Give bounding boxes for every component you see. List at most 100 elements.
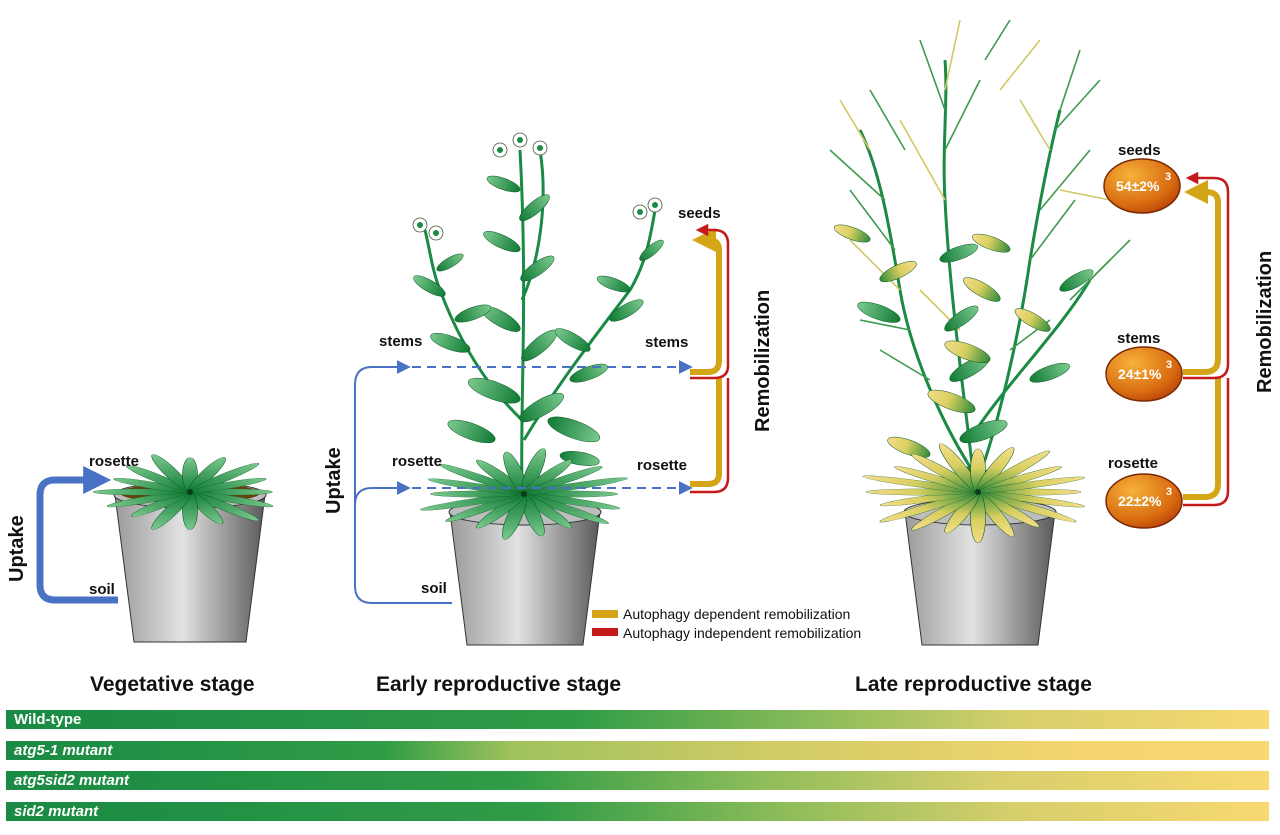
cauline-leaf	[972, 233, 1011, 253]
timeline-bar-label: sid2 mutant	[14, 803, 99, 820]
stem	[1059, 49, 1081, 111]
rosette-leaves	[862, 443, 1085, 543]
legend: Autophagy dependent remobilization Autop…	[592, 606, 861, 641]
cauline-leaf	[927, 389, 976, 414]
late-rosette-label: rosette	[1108, 455, 1158, 472]
timeline-bar-label: atg5-1 mutant	[14, 742, 113, 759]
cauline-leaf	[963, 277, 1001, 302]
stem	[919, 39, 946, 111]
stem	[829, 149, 886, 201]
stem	[858, 129, 974, 471]
rosette-compartment: 22±2% 3	[1105, 473, 1183, 529]
stage-title-vegetative: Vegetative stage	[90, 673, 255, 696]
late-stems-label: stems	[1117, 330, 1160, 347]
cauline-leaf	[520, 255, 555, 282]
rosette-center	[521, 491, 527, 497]
stem	[1019, 99, 1051, 151]
timeline-bar-label: Wild-type	[14, 711, 82, 728]
cauline-leaf	[430, 333, 471, 353]
stem	[520, 149, 545, 301]
early-plant	[412, 132, 664, 646]
cauline-leaf	[1029, 363, 1070, 383]
rosette-leaves	[92, 454, 274, 530]
timeline-bar-label: atg5sid2 mutant	[14, 772, 130, 789]
early-seeds-label: seeds	[678, 205, 721, 222]
stem	[849, 189, 896, 251]
cauline-leaf	[639, 239, 664, 261]
stem	[1059, 189, 1111, 201]
stem	[1029, 199, 1076, 261]
stem	[849, 239, 901, 291]
stem	[974, 279, 1092, 431]
timeline-bar-wild-type: Wild-type	[6, 710, 1269, 729]
vegetative-plant	[92, 454, 274, 643]
late-remobilization-arrows	[1183, 171, 1230, 507]
rosette-center	[187, 489, 193, 495]
cauline-leaf	[436, 253, 464, 272]
stem	[518, 149, 526, 491]
cauline-leaf	[413, 275, 446, 297]
late-remobilization-label: Remobilization	[1254, 251, 1276, 393]
stem	[1069, 259, 1111, 301]
flower-bud	[537, 145, 543, 151]
stem	[944, 19, 961, 91]
stems-compartment: 24±1% 3	[1105, 346, 1183, 402]
vegetative-rosette-label: rosette	[89, 453, 139, 470]
rosette-center	[975, 489, 981, 495]
late-plant	[829, 19, 1131, 646]
stem	[1054, 79, 1101, 131]
legend-swatch-dependent	[592, 610, 618, 618]
stem	[869, 89, 906, 151]
timeline-bar-sid2: sid2 mutant	[6, 802, 1269, 821]
stem	[899, 119, 946, 201]
stem	[879, 349, 931, 381]
flower-bud	[652, 202, 658, 208]
branches	[829, 19, 1131, 381]
stems-superscript: 3	[1166, 359, 1172, 371]
cauline-leaf	[1059, 269, 1094, 292]
timeline-bar-atg5-1: atg5-1 mutant	[6, 741, 1269, 760]
cauline-leaf	[833, 224, 871, 243]
timeline-bar-atg5sid2: atg5sid2 mutant	[6, 771, 1269, 790]
cauline-leaf	[944, 340, 991, 363]
cauline-leaf	[483, 231, 521, 253]
cauline-leaf	[939, 243, 978, 263]
early-remobilization-arrows	[690, 223, 730, 494]
stem	[999, 39, 1041, 91]
stem	[1039, 149, 1091, 211]
stems-value: 24±1%	[1118, 366, 1162, 382]
cauline-leaves	[833, 224, 1094, 493]
cauline-leaf	[454, 304, 492, 323]
cauline-leaf	[554, 328, 591, 352]
cauline-leaf	[944, 305, 979, 332]
stage-title-late-reproductive: Late reproductive stage	[855, 673, 1092, 696]
cauline-leaf	[887, 436, 931, 458]
flower-bud	[433, 230, 439, 236]
early-remobilization-label: Remobilization	[752, 290, 774, 432]
rosette-value: 22±2%	[1118, 493, 1162, 509]
vegetative-soil-label: soil	[89, 581, 115, 598]
early-rosette-label-right: rosette	[637, 457, 687, 474]
cauline-leaf	[879, 261, 917, 283]
vegetative-uptake-arrow	[36, 466, 118, 604]
early-soil-label: soil	[421, 580, 447, 597]
stems	[858, 59, 1092, 491]
legend-swatch-independent	[592, 628, 618, 636]
cauline-leaf	[547, 416, 601, 443]
seeds-compartment: 54±2% 3	[1103, 158, 1181, 214]
cauline-leaves	[413, 175, 664, 466]
cauline-leaf	[467, 377, 521, 404]
rosette-leaves	[420, 448, 628, 540]
flower-bud	[637, 209, 643, 215]
seeds-value: 54±2%	[1116, 178, 1160, 194]
early-stems-label-right: stems	[645, 334, 688, 351]
cauline-leaf	[857, 301, 901, 323]
pot	[449, 511, 601, 646]
cauline-leaf	[519, 392, 564, 423]
flower-bud	[517, 137, 523, 143]
flower-bud	[497, 147, 503, 153]
stem	[984, 19, 1011, 61]
stage-title-early-reproductive: Early reproductive stage	[376, 673, 622, 696]
cauline-leaf	[447, 419, 496, 444]
legend-label-independent: Autophagy independent remobilization	[623, 625, 861, 641]
